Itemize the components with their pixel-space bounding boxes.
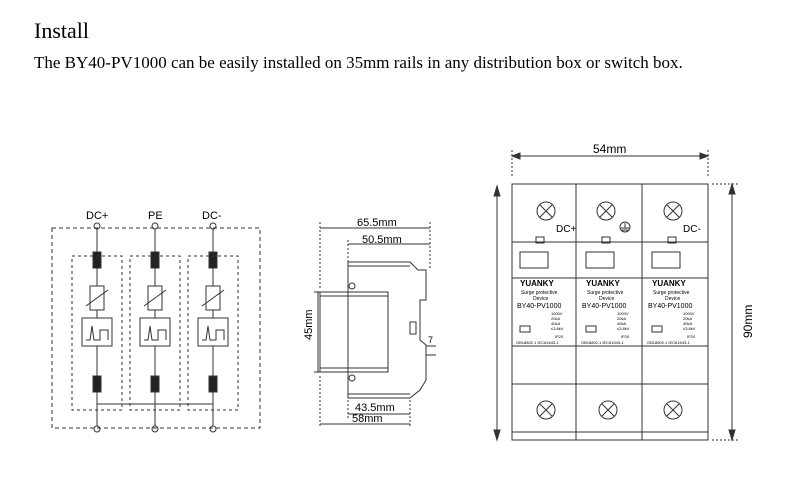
module-spec-2: 20kA: [551, 316, 560, 321]
module-product-line2: Device: [665, 296, 681, 302]
side-dim-body-top: 50.5mm: [362, 234, 402, 246]
module-spec-1: 1000V: [617, 311, 629, 316]
side-dim-depth-small: 7: [428, 335, 433, 345]
module-text-1: YUANKY Surge protective Device BY40-PV10…: [516, 279, 564, 345]
front-dim-width: 54mm: [593, 142, 626, 156]
module-ip-rating: IP20: [687, 334, 696, 339]
front-module-label-dc-minus: DC-: [683, 224, 701, 235]
module-spec-2: 20kA: [617, 316, 626, 321]
module-standards: GB18802.1 IEC61643-1: [581, 340, 624, 345]
module-spec-4: ≤3.8kV: [617, 326, 630, 331]
module-ip-rating: IP20: [621, 334, 630, 339]
module-text-2: YUANKY Surge protective Device BY40-PV10…: [581, 279, 630, 345]
module-model: BY40-PV1000: [517, 303, 561, 310]
module-spec-4: ≤3.8kV: [683, 326, 696, 331]
side-dim-height: 45mm: [303, 309, 315, 340]
section-description: The BY40-PV1000 can be easily installed …: [34, 53, 683, 72]
side-view-drawing: [314, 222, 436, 428]
module-ip-rating: IP20: [555, 334, 564, 339]
schematic-label-dc-plus: DC+: [86, 210, 108, 222]
side-dim-bottom-outer: 58mm: [352, 413, 383, 425]
module-brand: YUANKY: [652, 279, 686, 288]
module-spec-3: 40kA: [551, 321, 560, 326]
module-product-line2: Device: [599, 296, 615, 302]
module-product-line1: Surge protective: [521, 290, 558, 296]
front-module-label-dc-plus: DC+: [556, 224, 576, 235]
module-product-line1: Surge protective: [587, 290, 624, 296]
module-standards: GB18802.1 IEC61643-1: [647, 340, 690, 345]
front-dim-height: 90mm: [741, 305, 755, 338]
module-spec-2: 20kA: [683, 316, 692, 321]
front-view-drawing: [493, 150, 740, 442]
wiring-schematic: [51, 222, 261, 433]
module-standards: GB18802.1 IEC61643-1: [516, 340, 559, 345]
module-spec-1: 1000V: [551, 311, 563, 316]
module-brand: YUANKY: [520, 279, 554, 288]
module-product-line2: Device: [533, 296, 549, 302]
module-model: BY40-PV1000: [582, 303, 626, 310]
schematic-label-dc-minus: DC-: [202, 210, 222, 222]
side-dim-overall-top: 65.5mm: [357, 217, 397, 229]
side-dim-bottom-inner: 43.5mm: [355, 402, 395, 414]
module-product-line1: Surge protective: [653, 290, 690, 296]
module-text-3: YUANKY Surge protective Device BY40-PV10…: [647, 279, 696, 345]
module-model: BY40-PV1000: [648, 303, 692, 310]
schematic-label-pe: PE: [148, 210, 163, 222]
module-spec-3: 40kA: [617, 321, 626, 326]
schematic-pole-pe: [129, 222, 181, 433]
schematic-pole-dc-minus: [187, 222, 239, 433]
module-spec-3: 40kA: [683, 321, 692, 326]
schematic-pole-dc-plus: [71, 222, 123, 433]
module-spec-4: ≤3.8kV: [551, 326, 564, 331]
module-spec-1: 1000V: [683, 311, 695, 316]
section-title: Install: [34, 18, 89, 43]
module-brand: YUANKY: [586, 279, 620, 288]
